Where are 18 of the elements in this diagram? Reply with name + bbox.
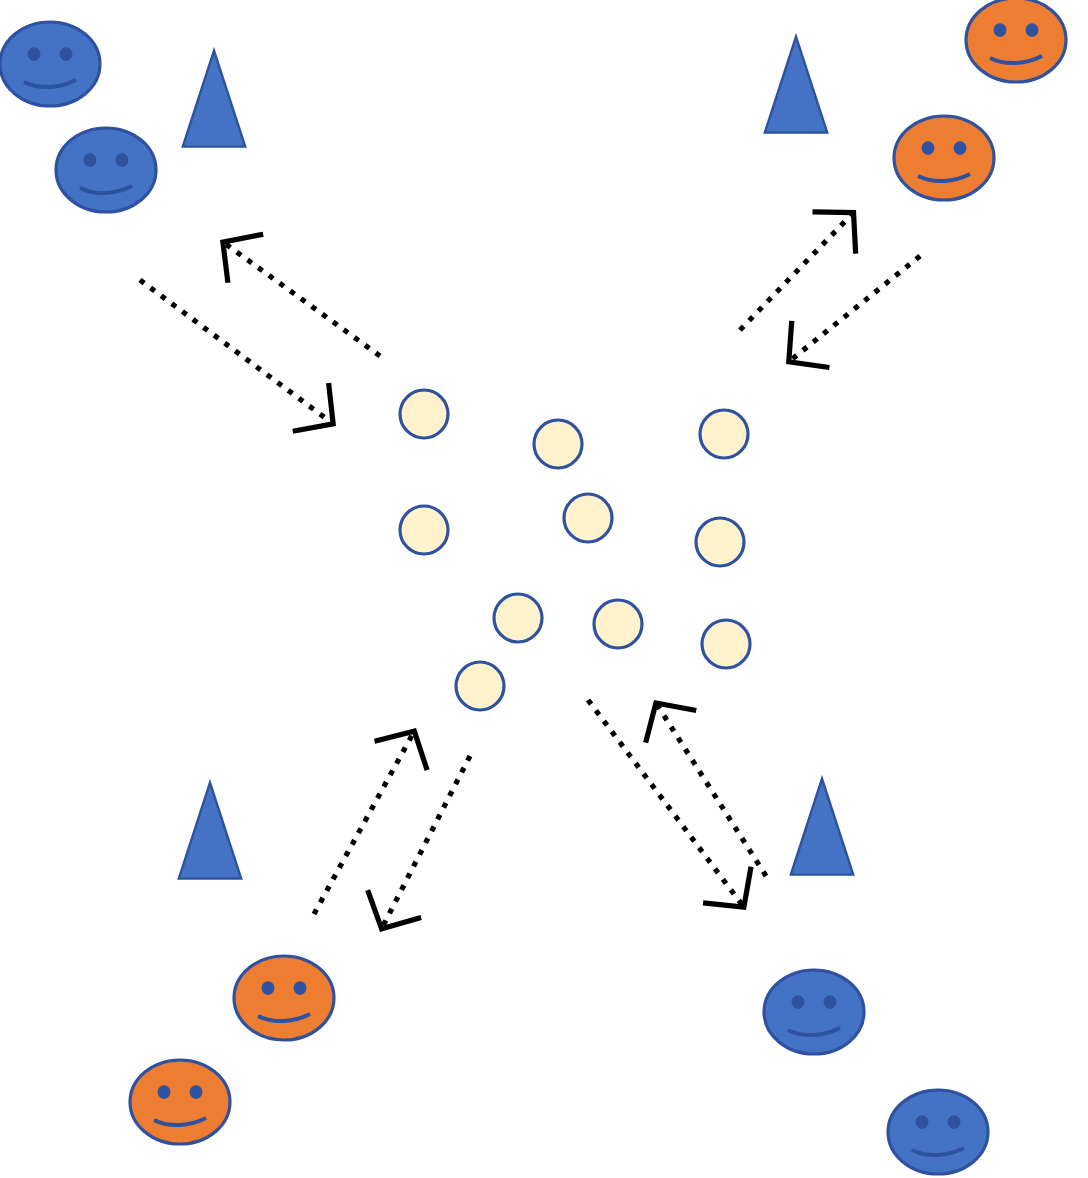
ball — [532, 418, 584, 470]
smiley-face — [232, 954, 336, 1042]
smiley-face — [0, 20, 102, 108]
ball — [492, 592, 544, 644]
smiley-face — [886, 1088, 990, 1176]
smiley-face — [964, 0, 1068, 84]
ball — [698, 408, 750, 460]
ball — [454, 660, 506, 712]
ball — [592, 598, 644, 650]
ball — [694, 516, 746, 568]
ball — [562, 492, 614, 544]
smiley-face — [54, 126, 158, 214]
smiley-face — [892, 114, 996, 202]
ball — [398, 504, 450, 556]
smiley-face — [128, 1058, 232, 1146]
ball — [398, 388, 450, 440]
ball — [700, 618, 752, 670]
smiley-face — [762, 968, 866, 1056]
